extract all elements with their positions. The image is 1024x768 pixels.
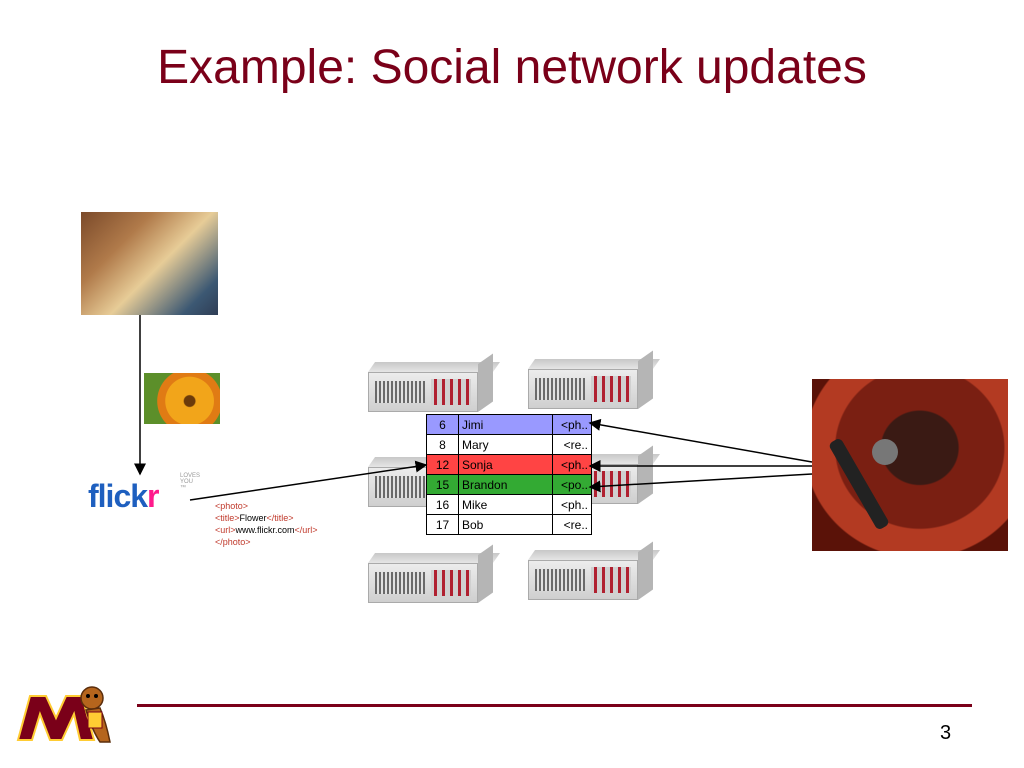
university-logo-icon bbox=[16, 686, 111, 743]
slide-title: Example: Social network updates bbox=[157, 41, 867, 94]
server-icon bbox=[528, 350, 661, 409]
data-cell: <ph.. bbox=[552, 414, 592, 435]
flickr-logo: flickr LOVES YOU ™ bbox=[88, 473, 200, 515]
xml-url-open: <url> bbox=[215, 525, 236, 535]
xml-close-photo: </photo> bbox=[215, 537, 251, 547]
server-icon bbox=[368, 353, 501, 412]
id-cell: 12 bbox=[426, 454, 459, 475]
xml-snippet: <photo> <title>Flower</title> <url>www.f… bbox=[215, 500, 318, 548]
xml-url-value: www.flickr.com bbox=[235, 525, 295, 535]
xml-url-line: <url>www.flickr.com</url> bbox=[215, 524, 318, 536]
microphone-head-icon bbox=[872, 439, 898, 465]
name-cell: Jimi bbox=[458, 414, 553, 435]
server-icon bbox=[528, 541, 661, 600]
footer-rule bbox=[137, 704, 972, 707]
xml-open-photo: <photo> bbox=[215, 501, 249, 511]
name-cell: Brandon bbox=[458, 474, 553, 495]
woman-photo bbox=[81, 212, 218, 315]
id-cell: 8 bbox=[426, 434, 459, 455]
data-cell: <re.. bbox=[552, 434, 592, 455]
name-cell: Mike bbox=[458, 494, 553, 515]
xml-title-line: <title>Flower</title> bbox=[215, 512, 318, 524]
data-cell: <re.. bbox=[552, 514, 592, 535]
data-cell: <po.. bbox=[552, 474, 592, 495]
server-icon bbox=[368, 544, 501, 603]
id-cell: 6 bbox=[426, 414, 459, 435]
data-cell: <ph.. bbox=[552, 494, 592, 515]
id-cell: 16 bbox=[426, 494, 459, 515]
xml-url-close: </url> bbox=[294, 525, 318, 535]
xml-title-close: </title> bbox=[266, 513, 294, 523]
xml-title-value: Flower bbox=[239, 513, 267, 523]
musician-photo bbox=[812, 379, 1008, 551]
name-cell: Bob bbox=[458, 514, 553, 535]
flickr-logo-pink: r bbox=[147, 478, 159, 514]
name-cell: Sonja bbox=[458, 454, 553, 475]
flickr-logo-blue: flick bbox=[88, 478, 148, 514]
name-cell: Mary bbox=[458, 434, 553, 455]
flower-photo bbox=[144, 373, 220, 424]
data-cell: <ph.. bbox=[552, 454, 592, 475]
page-number: 3 bbox=[940, 722, 952, 744]
flickr-tagline: LOVES YOU ™ bbox=[180, 473, 201, 491]
id-cell: 17 bbox=[426, 514, 459, 535]
id-cell: 15 bbox=[426, 474, 459, 495]
xml-title-open: <title> bbox=[215, 513, 240, 523]
